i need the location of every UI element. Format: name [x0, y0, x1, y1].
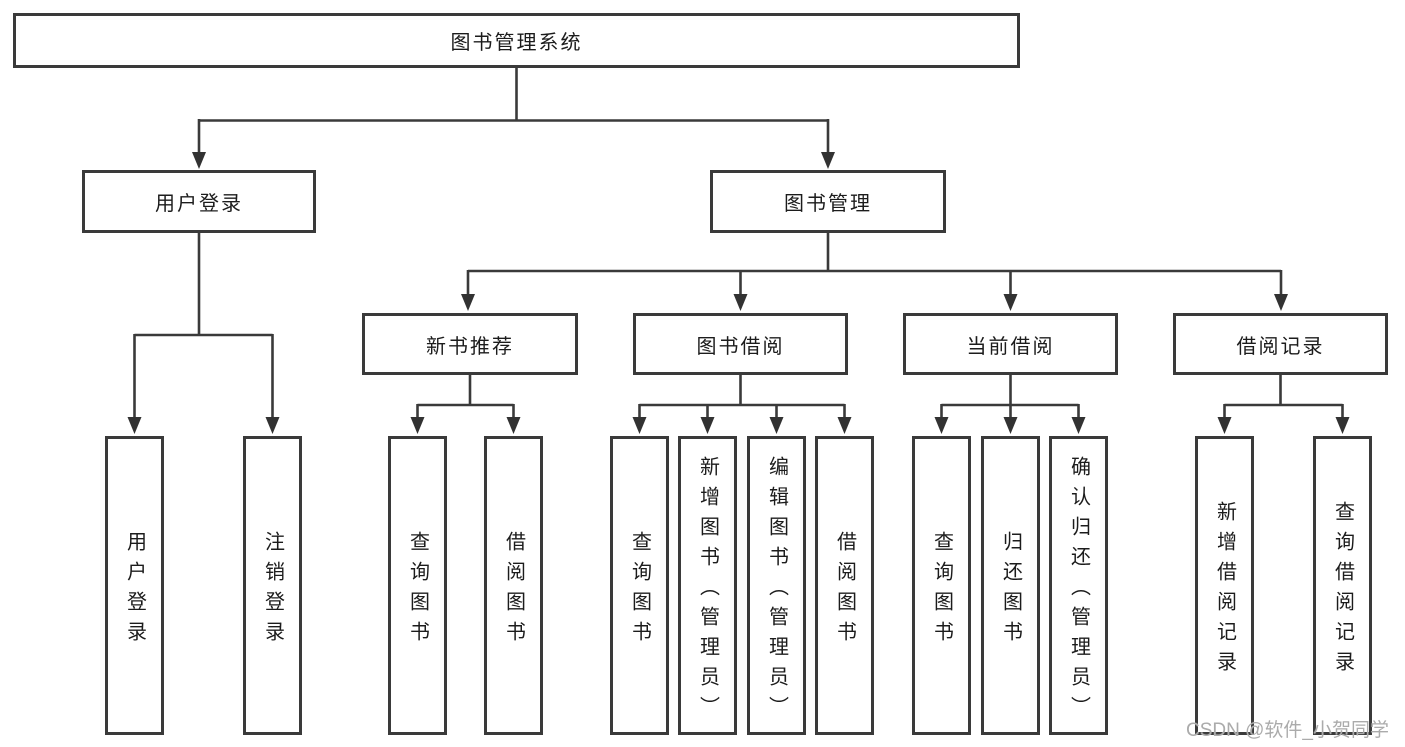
- node-label: 当前借阅: [966, 335, 1055, 358]
- node-label: 借阅图书: [502, 530, 525, 651]
- leaf-query-books-borrowing: 查询图书: [610, 436, 669, 735]
- node-label: 确认归还（管理员）: [1067, 455, 1090, 726]
- leaf-add-books-admin: 新增图书（管理员）: [678, 436, 737, 735]
- node-label: 注销登录: [261, 530, 284, 651]
- leaf-query-borrow-record: 查询借阅记录: [1313, 436, 1372, 735]
- node-label: 查询图书: [930, 530, 953, 651]
- leaf-user-login: 用户登录: [105, 436, 164, 735]
- node-label: 图书借阅: [696, 335, 785, 358]
- leaf-borrow-books-recommend: 借阅图书: [484, 436, 543, 735]
- node-label: 图书管理系统: [450, 32, 583, 54]
- leaf-edit-books-admin: 编辑图书（管理员）: [747, 436, 806, 735]
- leaf-query-books-current: 查询图书: [912, 436, 971, 735]
- node-book-management-branch: 图书管理: [710, 170, 946, 233]
- csdn-watermark: CSDN @软件_小贺同学: [1186, 720, 1389, 741]
- node-book-borrowing: 图书借阅: [633, 313, 848, 375]
- leaf-query-books-recommend: 查询图书: [388, 436, 447, 735]
- node-user-login-branch: 用户登录: [82, 170, 316, 233]
- node-label: 新增借阅记录: [1213, 500, 1236, 681]
- node-label: 新增图书（管理员）: [696, 455, 719, 726]
- node-label: 编辑图书（管理员）: [765, 455, 788, 726]
- leaf-return-books: 归还图书: [981, 436, 1040, 735]
- node-label: 借阅记录: [1236, 335, 1325, 358]
- node-label: 新书推荐: [426, 335, 514, 358]
- node-label: 归还图书: [999, 530, 1022, 651]
- node-label: 借阅图书: [833, 530, 856, 651]
- leaf-logout: 注销登录: [243, 436, 302, 735]
- node-label: 查询借阅记录: [1331, 500, 1354, 681]
- leaf-borrow-books-borrowing: 借阅图书: [815, 436, 874, 735]
- node-label: 查询图书: [406, 530, 429, 651]
- node-label: 查询图书: [628, 530, 651, 651]
- leaf-confirm-return-admin: 确认归还（管理员）: [1049, 436, 1108, 735]
- node-label: 用户登录: [123, 530, 146, 651]
- node-label: 图书管理: [784, 193, 872, 215]
- node-borrowing-records: 借阅记录: [1173, 313, 1388, 375]
- node-current-borrowing: 当前借阅: [903, 313, 1118, 375]
- leaf-add-borrow-record: 新增借阅记录: [1195, 436, 1254, 735]
- node-library-management-system: 图书管理系统: [13, 13, 1020, 68]
- node-new-book-recommendation: 新书推荐: [362, 313, 578, 375]
- node-label: 用户登录: [155, 193, 243, 215]
